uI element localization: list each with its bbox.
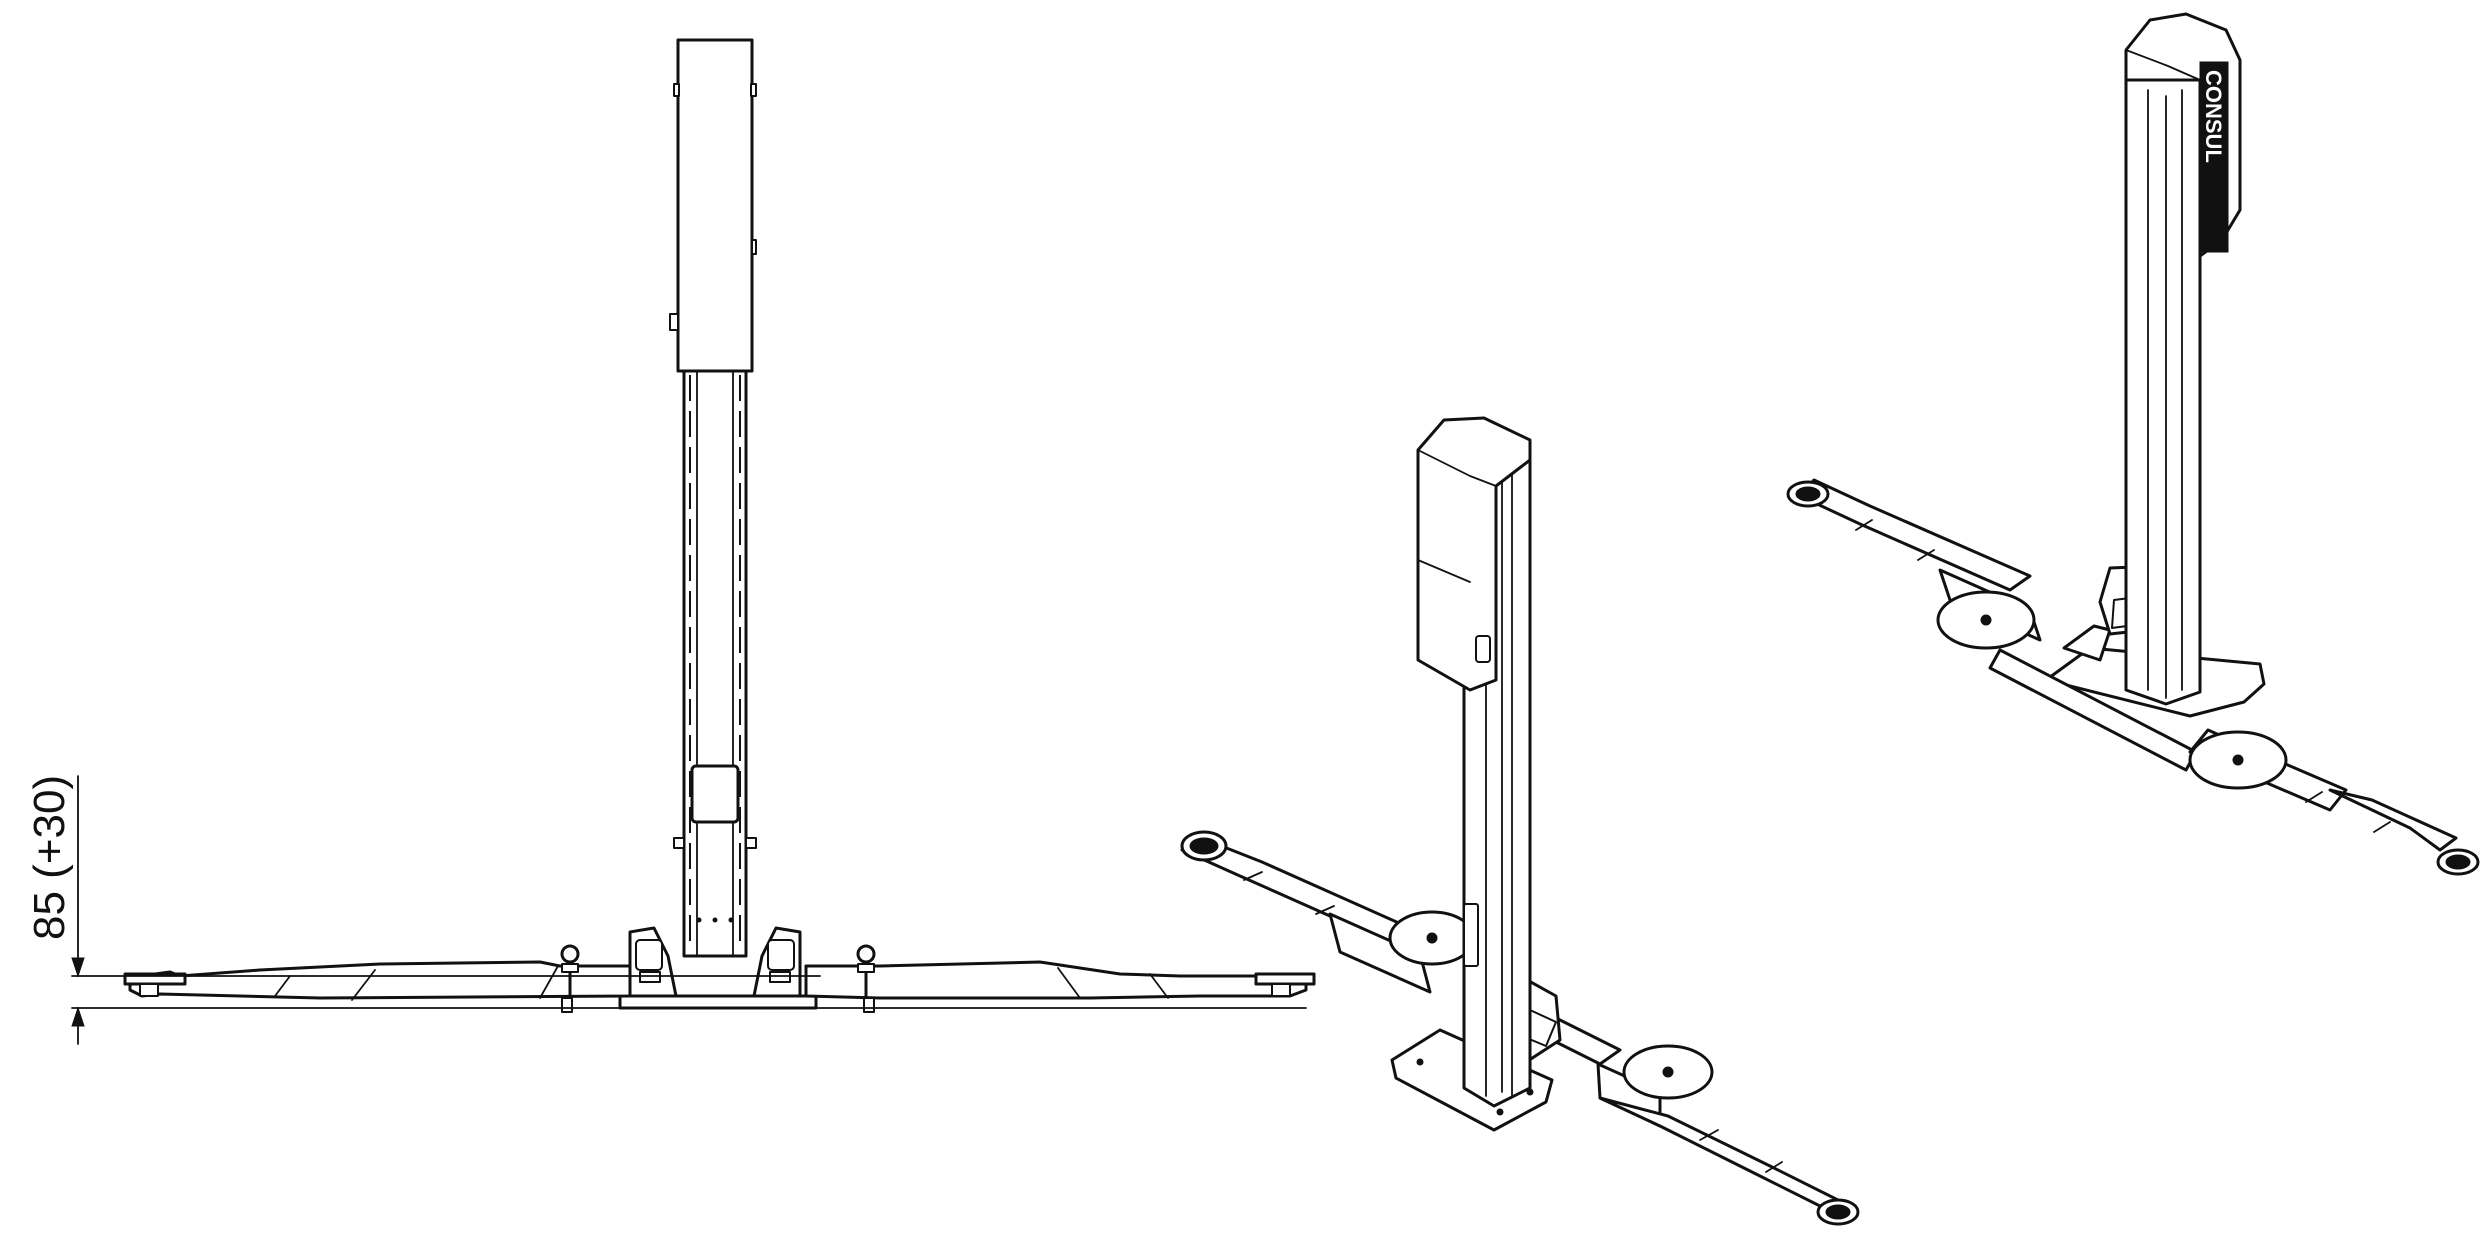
front-view <box>71 38 1316 1013</box>
height-dimension: 85 (+30) <box>25 775 85 1045</box>
iso2-arm-left <box>1798 478 2032 592</box>
isometric-view-front <box>1180 416 1860 1226</box>
right-arm <box>804 960 1308 1000</box>
dimension-label: 85 (+30) <box>25 775 74 940</box>
iso-column-cover <box>1416 416 1532 692</box>
control-box <box>690 764 740 824</box>
iso2-column <box>2124 78 2202 706</box>
isometric-view-rear: CONSUL <box>1786 12 2480 876</box>
brand-label: CONSUL <box>2201 70 2226 163</box>
left-arm <box>128 960 632 1000</box>
column-body <box>682 369 748 958</box>
right-pad <box>1254 972 1316 986</box>
base-plate <box>618 994 818 1010</box>
iso-arm-right <box>1598 1096 1848 1216</box>
brand-panel <box>2199 61 2229 253</box>
column-cover <box>676 38 754 373</box>
